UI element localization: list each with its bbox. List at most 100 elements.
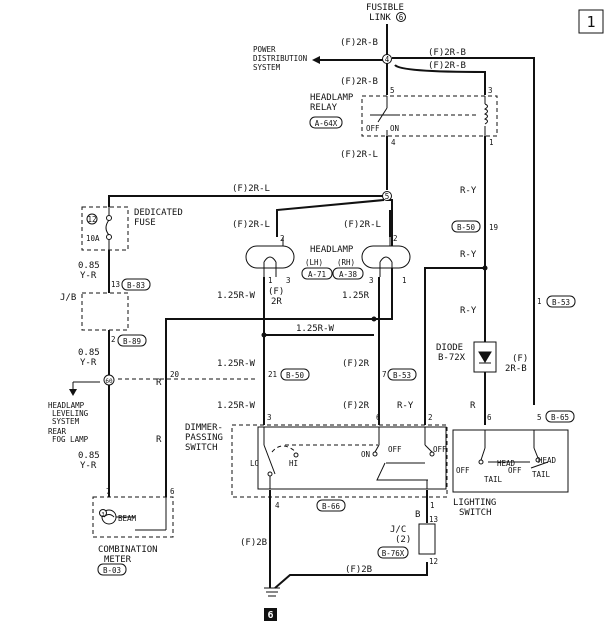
wire-label-f2r-stack-1: (F) [268, 287, 284, 297]
meter-name-1: COMBINATION [98, 545, 158, 555]
wire-label-ry-1: R-Y [397, 401, 414, 411]
leveling-arrow [69, 389, 77, 396]
junction-60-label: 60 [105, 378, 113, 385]
b50-code-box-1 [280, 368, 310, 381]
b53-code-1: B-53 [393, 371, 411, 380]
headlamp-pin-lh-1: 1 [268, 276, 273, 285]
wire-label-r-2: R [156, 435, 162, 445]
b65-code: B-65 [551, 413, 569, 422]
headlamp-rh: (RH) [337, 258, 355, 267]
b50-code-box-2 [451, 220, 481, 233]
b53-code-2: B-53 [552, 298, 570, 307]
b65-code-box [545, 410, 575, 423]
jc-name-2: (2) [395, 535, 411, 545]
wire-label-f2rb-stack-2: 2R-B [505, 364, 527, 374]
wire-label-125rw-3: 1.25R-W [217, 359, 256, 369]
dimmer-name-3: SWITCH [185, 443, 218, 453]
jb-code-top: B-83 [127, 281, 145, 290]
pin-1-b53: 1 [537, 297, 542, 306]
dimmer-pin-2: 2 [428, 413, 433, 422]
wire-label-f2rb-1: (F)2R-B [340, 38, 378, 48]
b50-code-1: B-50 [286, 371, 305, 380]
headlamp-code-rh-box [332, 267, 364, 280]
light-tail-2: TAIL [532, 470, 551, 479]
wire-label-125rw-4: 1.25R-W [217, 401, 256, 411]
wire-label-085-2: 0.85 [78, 348, 100, 358]
headlamp-pin-lh-2: 2 [280, 234, 285, 243]
relay-pin-5: 5 [390, 86, 395, 95]
meter-code-box [97, 563, 127, 576]
wire-label-ry-2: R-Y [460, 186, 477, 196]
wire-label-125rw-1: 1.25R-W [217, 291, 256, 301]
dimmer-pin-4: 4 [275, 501, 280, 510]
fusible-link-label-2: LINK [369, 13, 391, 23]
jc-code-box [377, 546, 409, 559]
pin-19: 19 [489, 223, 498, 232]
fuse-number: 12 [87, 215, 96, 224]
jc-pin-12: 12 [429, 557, 438, 566]
wire-label-f2b-2: (F)2B [345, 565, 372, 575]
pin-7: 7 [382, 370, 387, 379]
fuse-name-1: DEDICATED [134, 208, 183, 218]
headlamp-pin-rh-2: 2 [393, 234, 398, 243]
headlamp-code-rh: A-38 [339, 270, 358, 279]
power-dist-1: POWER [253, 45, 276, 54]
jb-code-bot-box [117, 334, 147, 347]
b66-code-box [316, 499, 346, 512]
relay-name-2: RELAY [310, 103, 338, 113]
jb-code-bot: B-89 [123, 337, 141, 346]
junction-5 [382, 191, 392, 201]
b53-code-box-1 [387, 368, 417, 381]
wire-label-f2rl-1: (F)2R-L [340, 150, 378, 160]
power-dist-2: DISTRIBUTION [253, 54, 307, 63]
wire-label-085-1: 0.85 [78, 261, 100, 271]
junction-4-label: 4 [385, 55, 390, 64]
dimmer-pin-6: 6 [376, 413, 381, 422]
dimmer-pin-3: 3 [267, 413, 272, 422]
meter-pin-7: 7 [106, 487, 111, 496]
wire-label-f2r-2: (F)2R [342, 401, 370, 411]
diode-symbol [478, 351, 492, 364]
relay-pin-4: 4 [391, 138, 396, 147]
power-distribution-arrow [312, 56, 320, 64]
meter-box [92, 496, 174, 538]
wire-label-125r: 1.25R [342, 291, 370, 301]
wire-label-f2rb-stack-1: (F) [512, 354, 528, 364]
dimmer-name-1: DIMMER- [185, 423, 223, 433]
wire-label-f2b-1: (F)2B [240, 538, 267, 548]
headlamp-code-lh: A-71 [308, 270, 326, 279]
fusible-link-circle [396, 12, 406, 22]
b50-code-2: B-50 [457, 223, 476, 232]
meter-beam: BEAM [118, 514, 137, 523]
meter-pin-6: 6 [170, 487, 175, 496]
headlamp-pin-rh-3: 3 [369, 276, 374, 285]
jc-code: B-76X [382, 549, 405, 558]
leveling-2: LEVELING [52, 409, 89, 418]
wire-label-f2rb-3: (F)2R-B [428, 61, 466, 71]
relay-pin-3: 3 [488, 86, 493, 95]
jb-box [81, 292, 129, 331]
light-pin-6: 6 [487, 413, 492, 422]
junction-60 [103, 374, 115, 386]
wire-network [73, 24, 535, 589]
jc-name-1: J/C [390, 525, 406, 535]
dimmer-inner-box [257, 426, 447, 490]
jc-pin-13: 13 [429, 515, 438, 524]
jb-pin-2: 2 [111, 335, 116, 344]
leveling-1: HEADLAMP [48, 401, 85, 410]
wire-label-ry-4: R-Y [460, 306, 477, 316]
wire-label-yr-3: Y-R [80, 461, 97, 471]
wire-label-f2rb-4: (F)2R-B [340, 77, 378, 87]
fuse-name-2: FUSE [134, 218, 156, 228]
dimmer-pin-1: 1 [430, 501, 435, 510]
light-head-2: HEAD [538, 456, 557, 465]
relay-off: OFF [366, 124, 380, 133]
junction-5-label: 5 [385, 192, 390, 201]
relay-code: A-64X [315, 119, 338, 128]
jb-pin-13: 13 [111, 280, 120, 289]
lighting-name-1: LIGHTING [453, 498, 496, 508]
jc-box [418, 523, 436, 555]
wire-label-f2rb-2: (F)2R-B [428, 48, 466, 58]
ground-symbol [264, 587, 280, 597]
